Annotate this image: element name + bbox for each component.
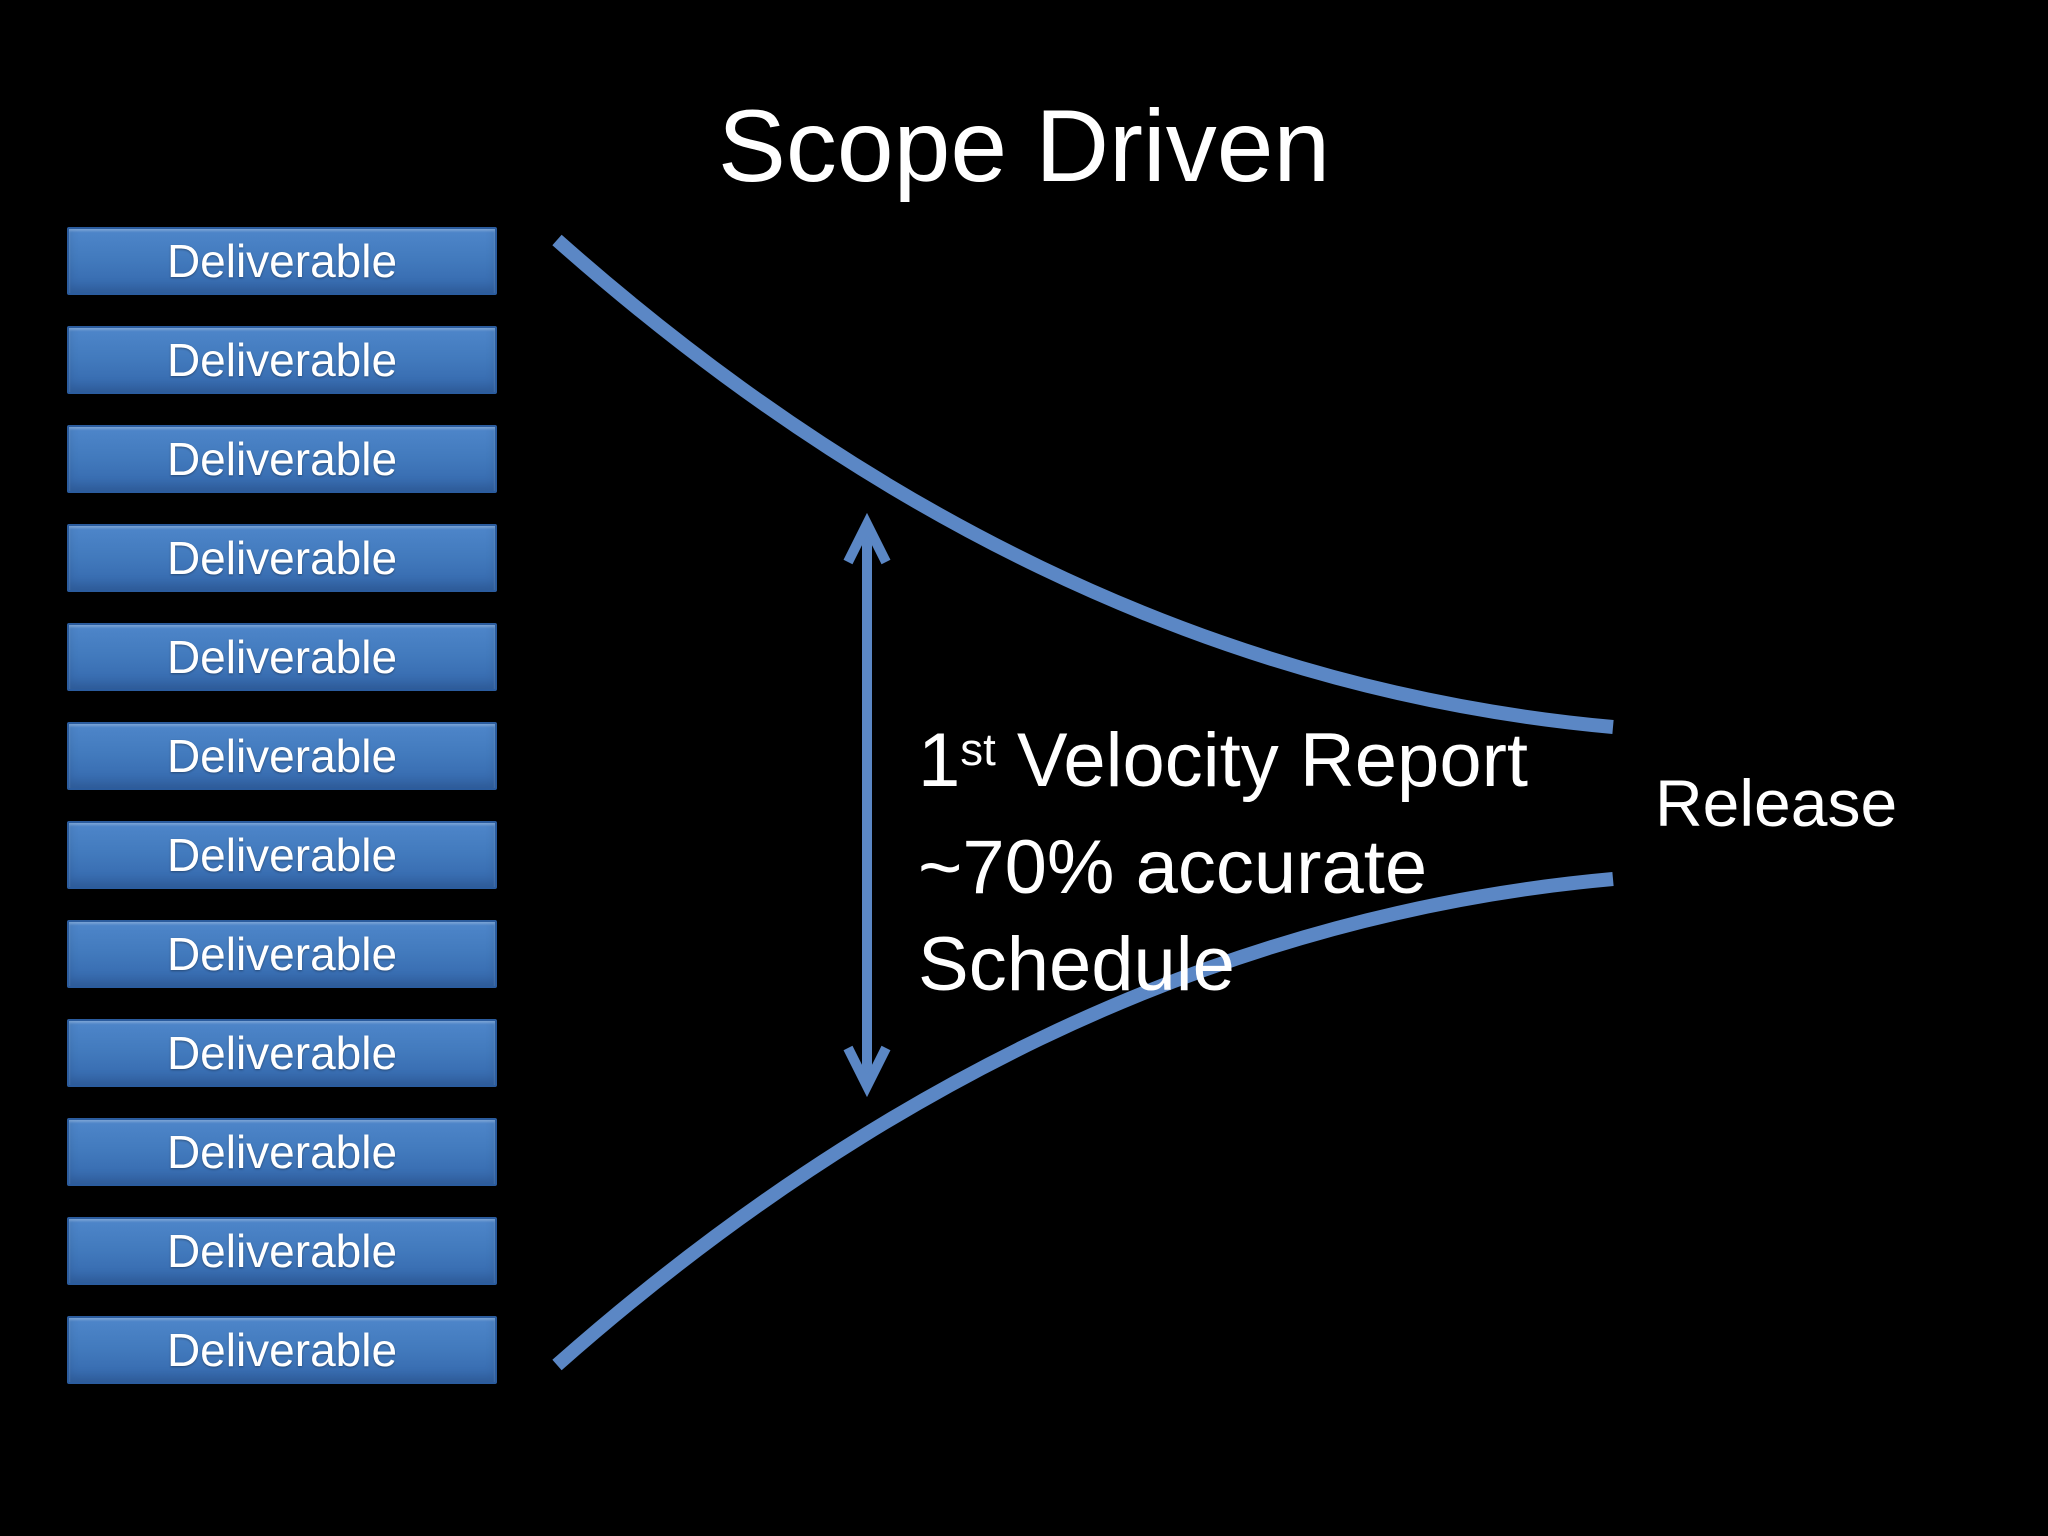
deliverable-label: Deliverable [166,532,398,584]
double-arrow-head-top [843,512,891,565]
deliverable-box: Deliverable [67,821,497,889]
deliverable-label: Deliverable [166,334,398,386]
deliverable-label: Deliverable [166,1324,398,1376]
deliverable-list: Deliverable Deliverable Deliverable Deli… [67,227,497,1384]
deliverable-box: Deliverable [67,1019,497,1087]
release-label: Release [1655,766,1898,840]
deliverable-box: Deliverable [67,227,497,295]
deliverable-label: Deliverable [166,1225,398,1277]
velocity-line1-ordinal: st [960,724,996,776]
velocity-line1-number: 1 [918,718,961,803]
vertical-double-arrow-icon [843,512,891,1098]
deliverable-label: Deliverable [166,1027,398,1079]
deliverable-label: Deliverable [166,1126,398,1178]
deliverable-box: Deliverable [67,326,497,394]
deliverable-box: Deliverable [67,920,497,988]
deliverable-label: Deliverable [166,928,398,980]
deliverable-box: Deliverable [67,1217,497,1285]
deliverable-box: Deliverable [67,1316,497,1384]
slide-title: Scope Driven [717,89,1331,203]
velocity-annotation: 1st Velocity Report ~70% accurate Schedu… [918,712,1528,1013]
deliverable-box: Deliverable [67,722,497,790]
deliverable-box: Deliverable [67,1118,497,1186]
deliverable-label: Deliverable [166,829,398,881]
double-arrow-head-bottom [843,1045,891,1098]
velocity-annotation-line2: ~70% accurate [918,825,1428,910]
deliverable-label: Deliverable [166,433,398,485]
velocity-line1-text: Velocity Report [995,718,1529,803]
deliverable-label: Deliverable [166,631,398,683]
deliverable-box: Deliverable [67,425,497,493]
deliverable-box: Deliverable [67,524,497,592]
funnel-top-curve [552,234,1614,734]
deliverable-box: Deliverable [67,623,497,691]
deliverable-label: Deliverable [166,730,398,782]
velocity-annotation-line1: 1st Velocity Report [918,712,1528,819]
deliverable-label: Deliverable [166,235,398,287]
velocity-annotation-line3: Schedule [918,922,1235,1007]
